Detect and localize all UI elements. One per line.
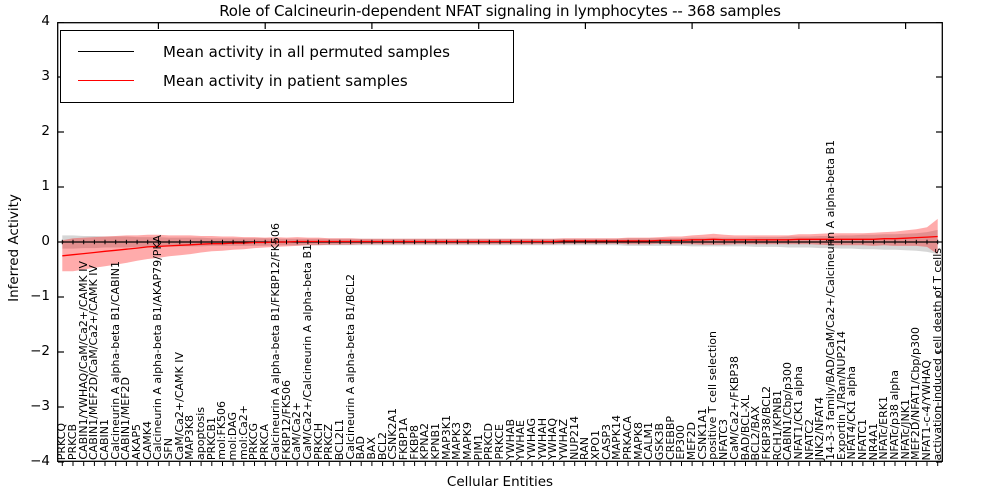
y-tick-label: 2 [41,123,50,139]
y-tick-label: −2 [30,343,50,359]
patient-line-swatch [78,80,134,81]
permuted-line-swatch [78,51,134,52]
y-tick-label: 3 [41,68,50,84]
axes-frame [57,22,943,462]
y-tick-label: 0 [41,233,50,249]
x-axis-label: Cellular Entities [446,474,554,490]
plot-area [57,22,943,466]
y-tick-label: −3 [30,398,50,414]
y-tick-label: −1 [30,288,50,304]
patient-band [62,218,938,272]
y-tick-label: 4 [41,13,50,29]
legend-label-permuted: Mean activity in all permuted samples [163,42,450,61]
legend: Mean activity in all permuted samples Me… [60,30,514,103]
legend-entry-patient: Mean activity in patient samples [61,66,513,95]
legend-label-patient: Mean activity in patient samples [163,71,408,90]
legend-entry-permuted: Mean activity in all permuted samples [61,37,513,66]
y-tick-label: −4 [30,453,50,469]
y-tick-label: 1 [41,178,50,194]
chart-title: Role of Calcineurin-dependent NFAT signa… [219,2,781,20]
